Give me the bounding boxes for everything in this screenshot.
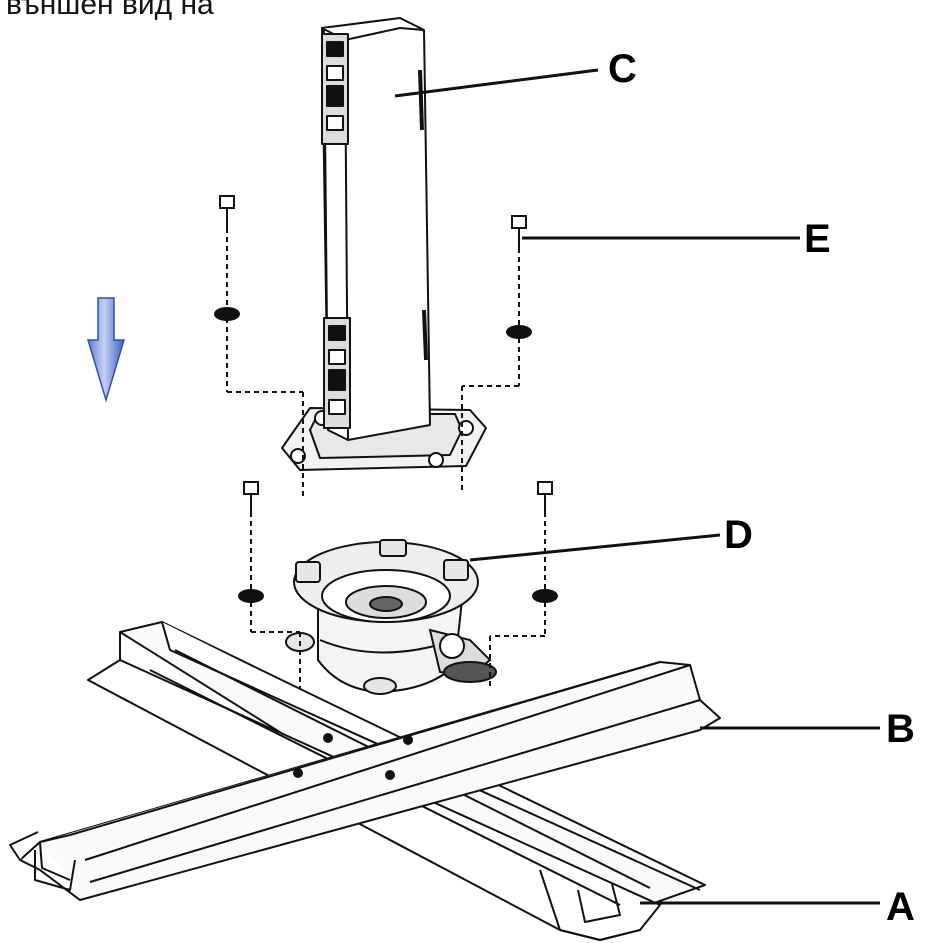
label-a: A — [886, 885, 915, 929]
mount-adapter — [285, 539, 497, 695]
down-arrow-icon — [86, 297, 126, 403]
leader-line-c — [394, 68, 599, 98]
label-d: D — [724, 513, 753, 557]
label-b: B — [886, 707, 915, 751]
cross-plate — [9, 621, 721, 941]
label-e: E — [804, 217, 831, 261]
screw-set — [214, 195, 558, 688]
leader-lines — [394, 68, 880, 905]
label-c: C — [608, 47, 637, 91]
caption-text: външен вид на — [6, 0, 214, 21]
extension-column — [281, 17, 487, 471]
leader-line-d — [469, 533, 721, 562]
